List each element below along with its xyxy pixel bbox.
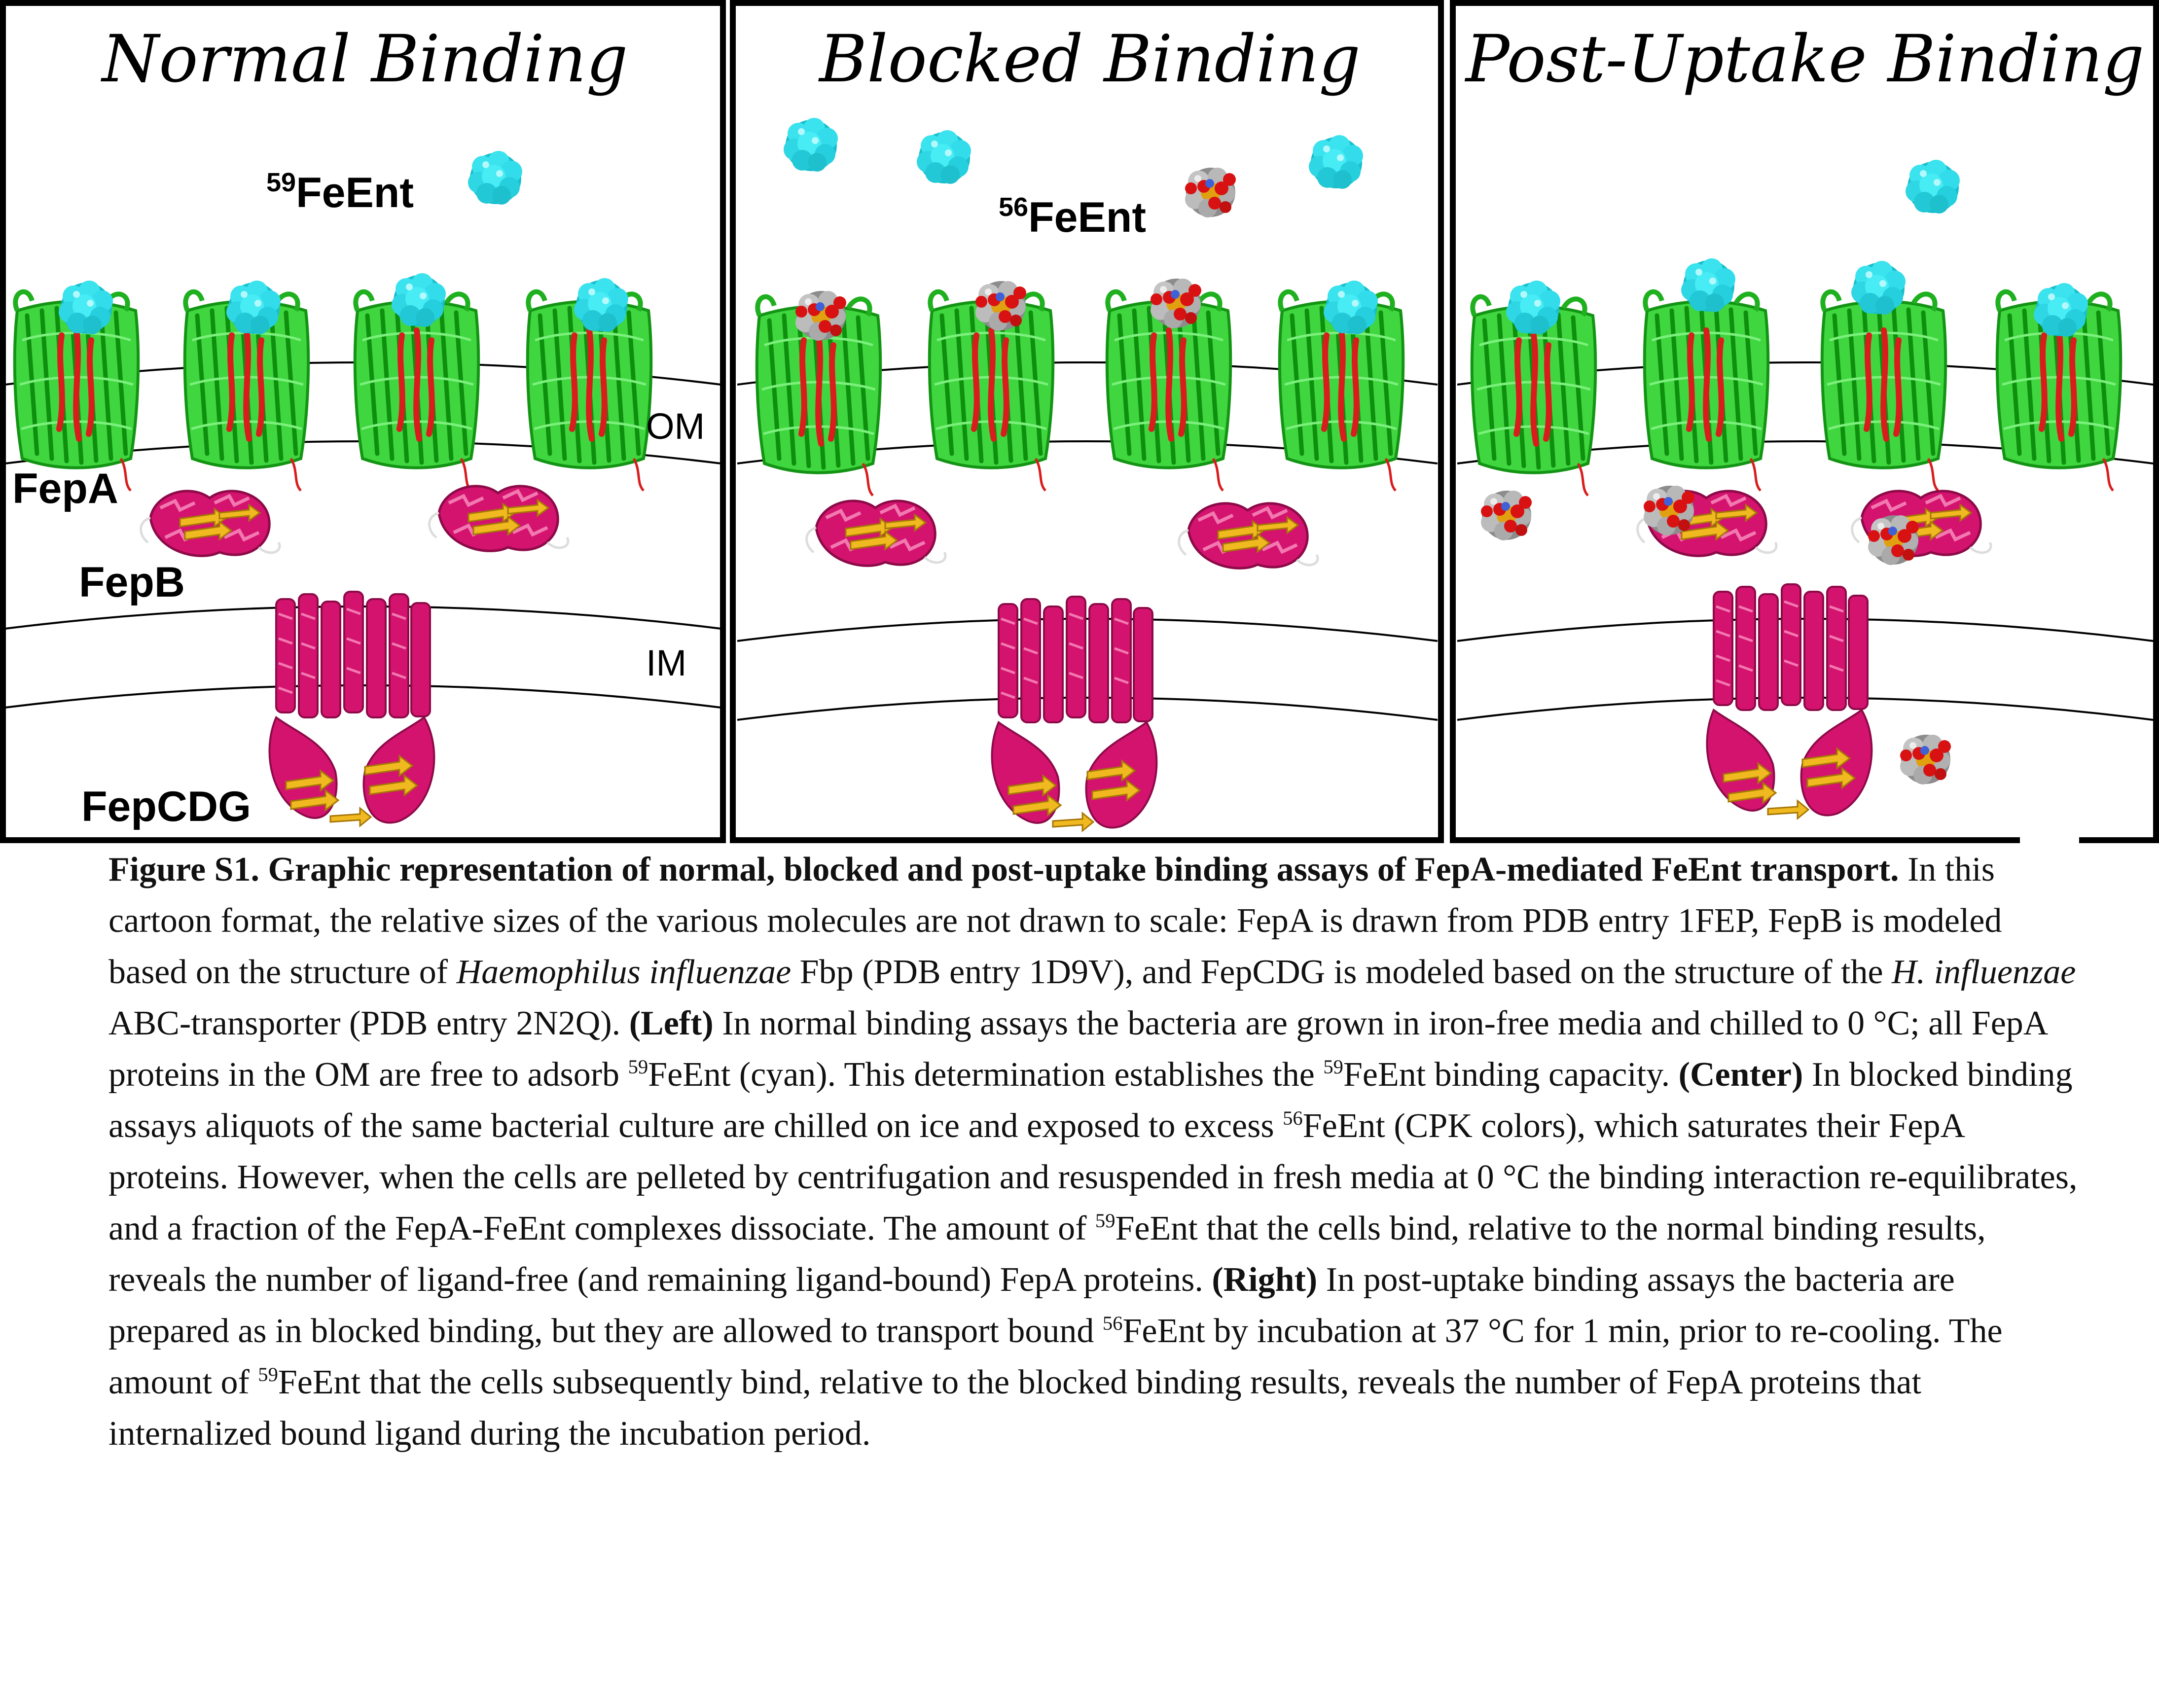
caption-text: FeEnt that the cells bind, relative to t… (108, 1210, 1986, 1299)
panel-title: Normal Binding (101, 21, 628, 97)
label-fepa: FepA (12, 465, 118, 512)
fepa-protein (1822, 292, 1945, 491)
caption-superscript: 56 (1283, 1106, 1303, 1129)
label-fepb: FepB (79, 559, 185, 606)
panel-title: Blocked Binding (818, 21, 1361, 97)
caption-center-marker: (Center) (1678, 1056, 1803, 1094)
caption-text: FeEnt binding capacity. (1343, 1056, 1679, 1094)
panel-title: Post-Uptake Binding (1465, 21, 2144, 97)
label-56-feent: 56FeEnt (999, 192, 1146, 241)
panel-blocked-binding: Blocked Binding 56FeEnt (730, 0, 1444, 843)
caption-text: FeEnt by incubation at 37 °C for 1 min, … (108, 1312, 2003, 1401)
frame-gap (2020, 833, 2079, 844)
caption-right-marker: (Right) (1212, 1261, 1318, 1299)
caption-species: Haemophilus influenzae (456, 953, 792, 991)
caption-text: In post-uptake binding assays the bacter… (108, 1261, 1955, 1350)
label-om: OM (646, 406, 705, 447)
figure-caption: Figure S1. Graphic representation of nor… (108, 844, 2081, 1459)
caption-text: ABC-transporter (PDB entry 2N2Q). (108, 1004, 629, 1042)
caption-text: Fbp (PDB entry 1D9V), and FepCDG is mode… (791, 953, 1892, 991)
label-im: IM (646, 642, 686, 683)
caption-text: FeEnt (cyan). This determination establi… (648, 1056, 1324, 1094)
caption-superscript: 56 (1102, 1312, 1123, 1334)
caption-text: FeEnt (CPK colors), which saturates thei… (108, 1107, 2078, 1247)
caption-text: In normal binding assays the bacteria ar… (108, 1004, 2047, 1094)
caption-text: In this cartoon format, the relative siz… (108, 851, 2002, 991)
caption-superscript: 59 (628, 1055, 648, 1078)
caption-superscript: 59 (1095, 1209, 1115, 1232)
label-59-feent: 59FeEnt (266, 168, 414, 216)
fepa-protein (1645, 292, 1768, 491)
caption-species: H. influenzae (1892, 953, 2076, 991)
caption-left-marker: (Left) (629, 1004, 714, 1042)
figure-panels: Normal Binding 59FeEnt OM IM FepA FepB F… (0, 0, 2159, 844)
panel-normal-binding: Normal Binding 59FeEnt OM IM FepA FepB F… (0, 0, 726, 843)
caption-text: In blocked binding assays aliquots of th… (108, 1056, 2073, 1145)
caption-heading: Figure S1. Graphic representation of nor… (108, 851, 1899, 889)
caption-text: FeEnt that the cells subsequently bind, … (108, 1363, 1921, 1453)
caption-superscript: 59 (258, 1363, 278, 1386)
caption-superscript: 59 (1323, 1055, 1343, 1078)
label-fepcdg: FepCDG (81, 783, 251, 830)
panel-post-uptake-binding: Post-Uptake Binding (1450, 0, 2159, 844)
